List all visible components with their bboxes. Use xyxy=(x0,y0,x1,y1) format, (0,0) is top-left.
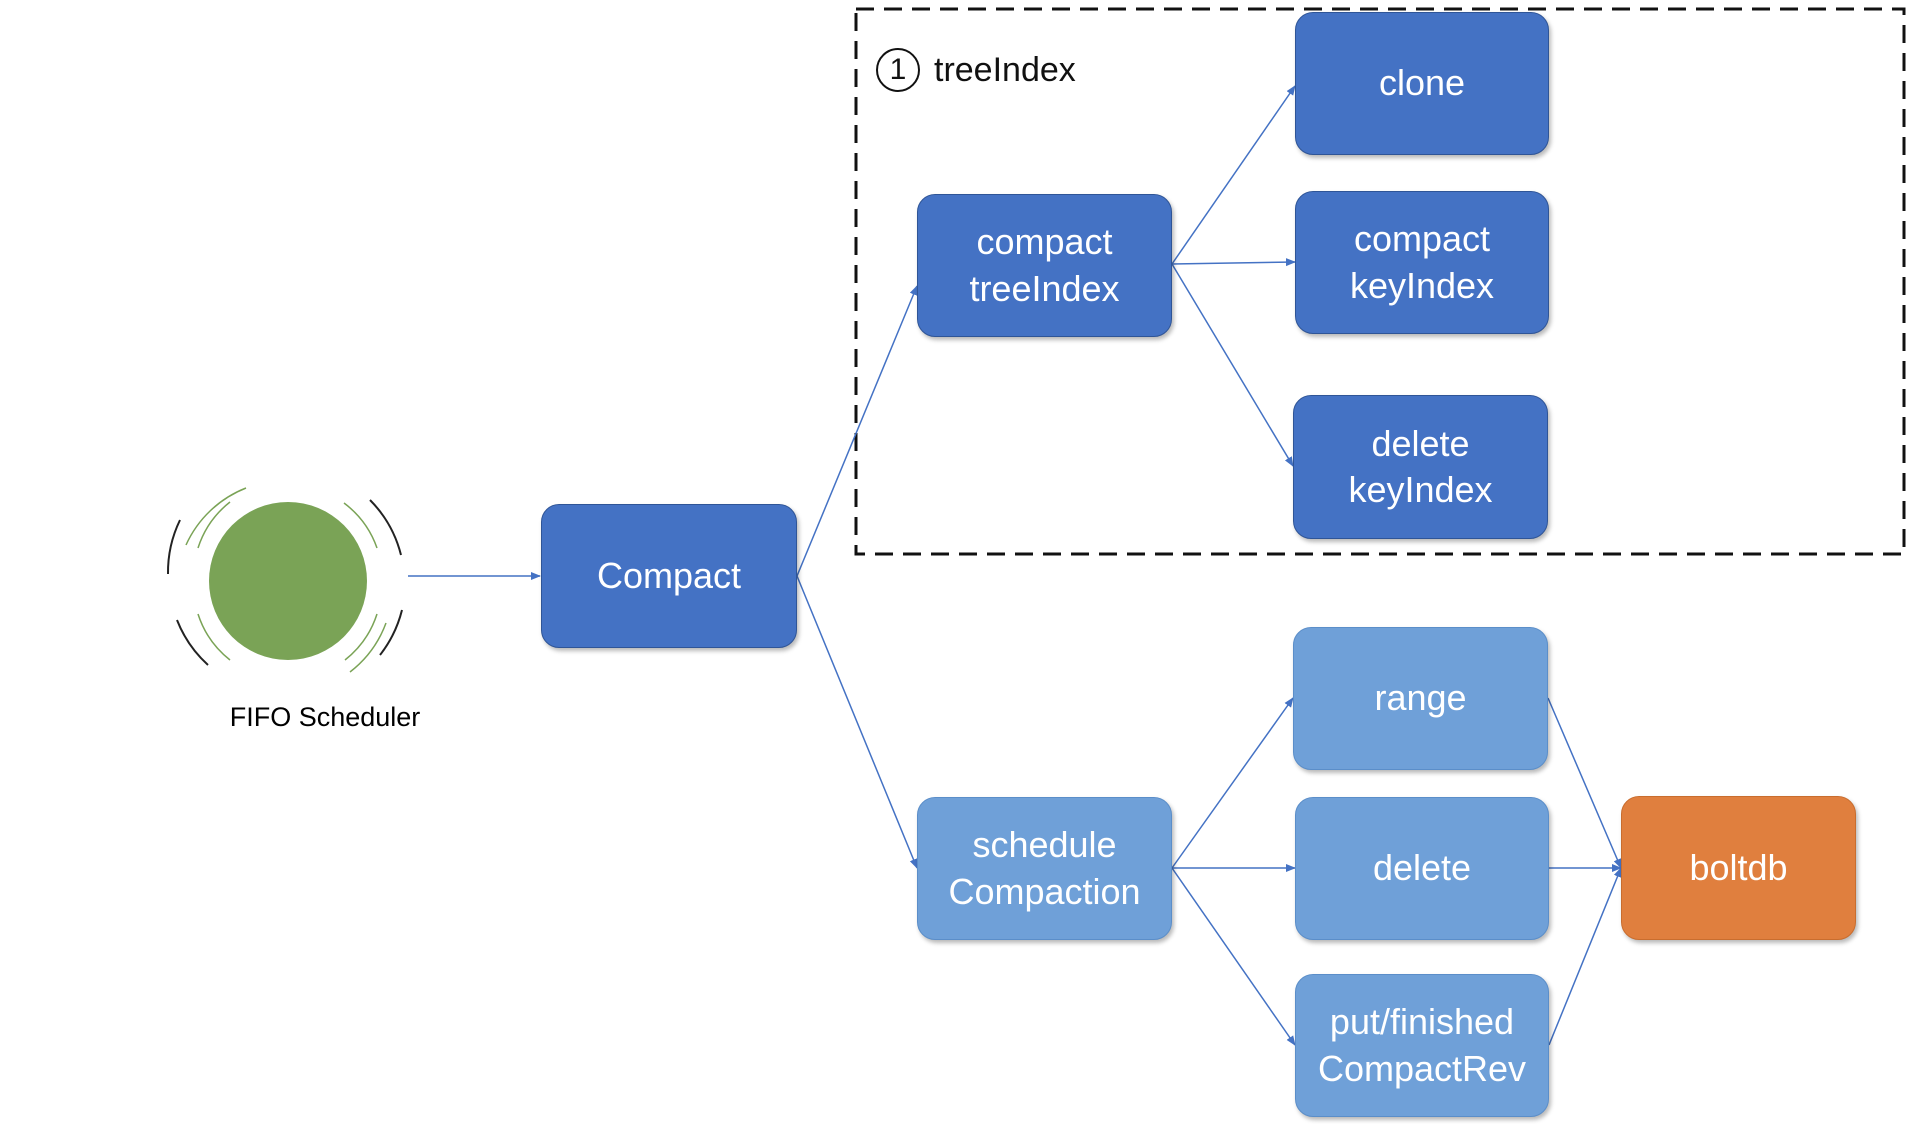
arrow-treeindex-to-clone xyxy=(1171,85,1296,265)
boltdb-node: boltdb xyxy=(1621,796,1856,940)
arrow-treeindex-to-compact-keyindex xyxy=(1171,258,1296,267)
arrow-range-to-boltdb xyxy=(1547,697,1622,869)
arrow-treeindex-to-delete-keyindex xyxy=(1171,263,1294,467)
arrow-schedule-to-range xyxy=(1171,697,1294,869)
arrow-compact-to-schedule-compaction xyxy=(796,575,918,869)
compact-node: Compact xyxy=(541,504,797,648)
range-node: range xyxy=(1293,627,1548,770)
delete-node: delete xyxy=(1295,797,1549,940)
arrow-put-to-boltdb xyxy=(1548,867,1622,1046)
delete-keyindex-node: delete keyIndex xyxy=(1293,395,1548,539)
scheduler-label: FIFO Scheduler xyxy=(229,702,421,732)
treeindex-group-frame xyxy=(854,7,1906,556)
fifo-scheduler-icon xyxy=(166,487,403,673)
arrow-schedule-to-put xyxy=(1171,867,1296,1046)
schedule-compaction-node: schedule Compaction xyxy=(917,797,1172,940)
compact-treeindex-node: compact treeIndex xyxy=(917,194,1172,337)
group-title-label: treeIndex xyxy=(934,50,1076,89)
compact-keyindex-node: compact keyIndex xyxy=(1295,191,1549,334)
put-finished-compactrev-node: put/finished CompactRev xyxy=(1295,974,1549,1117)
scheduler-circle xyxy=(209,502,367,660)
treeindex-group-title: 1 treeIndex xyxy=(876,46,1076,94)
circled-number-badge: 1 xyxy=(876,48,920,92)
clone-node: clone xyxy=(1295,12,1549,155)
arrow-compact-to-compact-treeindex xyxy=(796,285,918,577)
